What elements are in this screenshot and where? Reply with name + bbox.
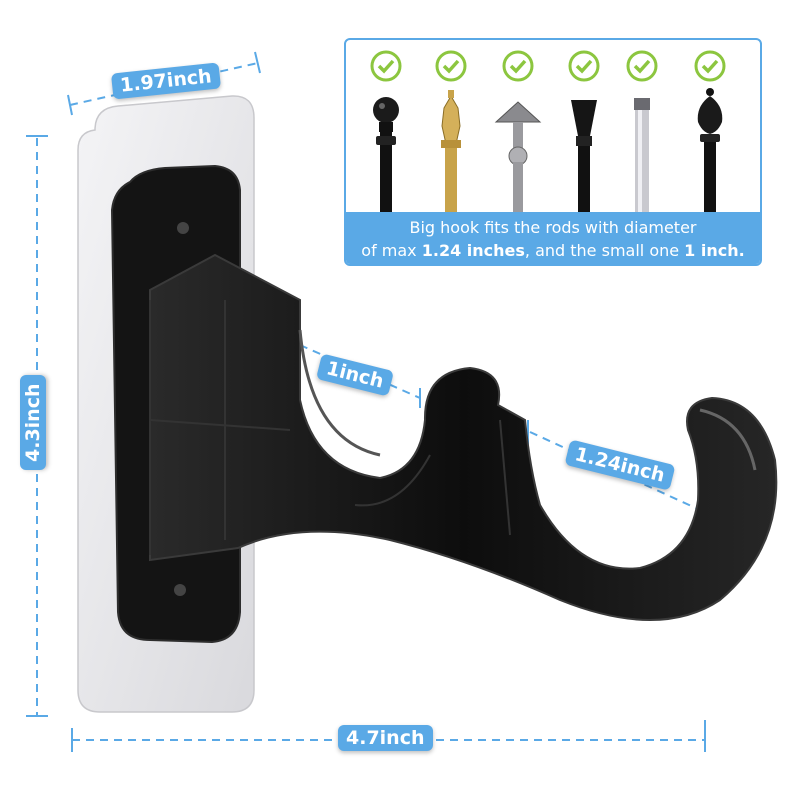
height-dimension-label: 4.3inch bbox=[20, 375, 46, 470]
bracket-arm bbox=[149, 253, 778, 621]
check-icon bbox=[435, 50, 467, 82]
check-icon bbox=[370, 50, 402, 82]
check-icon bbox=[568, 50, 600, 82]
acorn-finial-rod-icon bbox=[697, 88, 723, 212]
chrome-end-cap-rod-icon bbox=[634, 98, 650, 212]
ball-finial-rod-icon bbox=[373, 97, 399, 212]
caption-text: , and the small one bbox=[524, 241, 685, 260]
caption-small-size: 1 inch. bbox=[684, 241, 745, 260]
compatibility-panel: Big hook fits the rods with diameter of … bbox=[344, 38, 762, 266]
gold-urn-finial-rod-icon bbox=[441, 90, 461, 212]
check-icon bbox=[626, 50, 658, 82]
caption-line-1: Big hook fits the rods with diameter bbox=[409, 218, 697, 237]
trumpet-finial-rod-icon bbox=[571, 100, 597, 212]
compatibility-caption: Big hook fits the rods with diameter of … bbox=[346, 212, 760, 264]
caption-big-size: 1.24 inches bbox=[421, 241, 525, 260]
caption-text: of max bbox=[361, 241, 422, 260]
check-icon bbox=[694, 50, 726, 82]
check-icons bbox=[370, 50, 726, 82]
rod-icons-row bbox=[370, 50, 726, 212]
length-dimension-label: 4.7inch bbox=[338, 725, 433, 751]
check-icon bbox=[502, 50, 534, 82]
cone-finial-rod-icon bbox=[494, 101, 542, 212]
caption-line-2: of max 1.24 inches, and the small one 1 … bbox=[346, 239, 760, 262]
